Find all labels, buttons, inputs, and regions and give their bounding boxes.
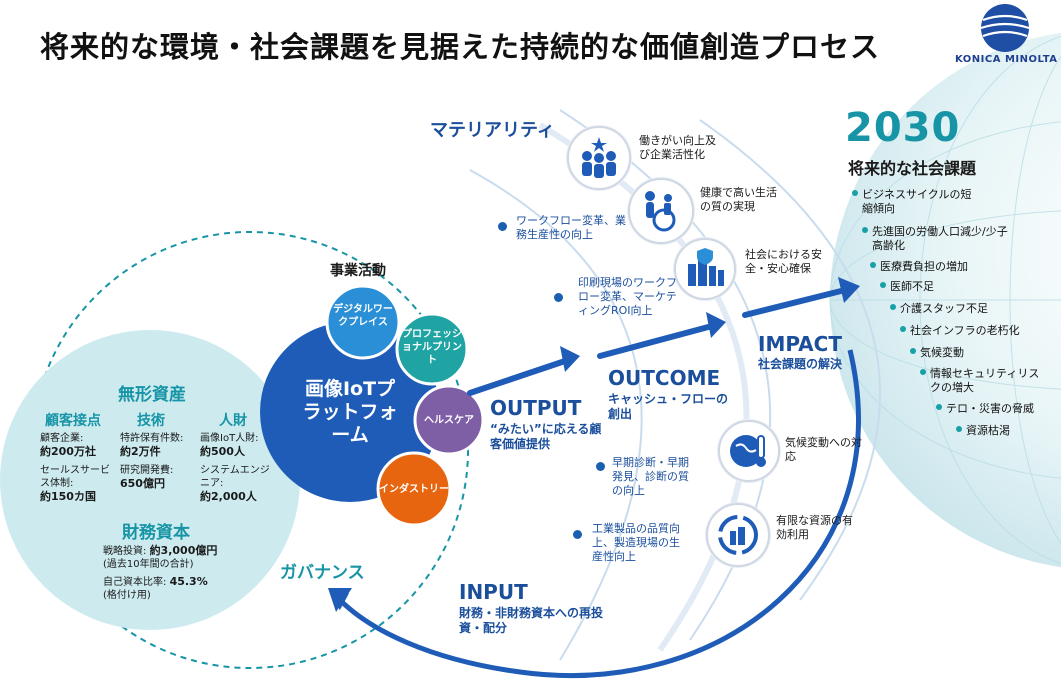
business-label: 事業活動 [330,263,386,279]
satellite-label-dw: デジタルワークプレイス [333,304,393,328]
satellite-label-pp: プロフェッショナルプリント [402,329,462,366]
globe-thermometer-icon [718,420,780,482]
future-item: 資源枯渇 [956,424,1010,438]
future-item: 医療費負担の増加 [870,260,968,274]
outcome-point-3: 早期診断・早期発見、診断の質の向上 [612,456,689,497]
wheelchair-care-icon [628,178,694,244]
satellite-hc [413,384,485,456]
future-item: テロ・災害の脅威 [936,402,1034,416]
materiality-item-4: 気候変動への対応 [785,436,862,463]
future-item: 情報セキュリティリスクの増大 [920,367,1050,395]
intangible-col-heading: 顧客接点 [45,413,101,429]
financial-items: 戦略投資: 約3,000億円 (過去10年間の合計) 自己資本比率: 45.3%… [103,544,218,601]
intangible-circle [0,330,300,630]
outcome-title: OUTCOME [608,366,721,390]
input-sub: 財務・非財務資本への再投資・配分 [459,606,604,635]
outcome-point-dot [554,293,563,302]
team-star-icon [567,126,631,190]
future-item: 介護スタッフ不足 [890,302,988,316]
satellite-ind [376,451,452,527]
materiality-item-1: 働きがい向上及び企業活性化 [639,134,716,161]
outcome-point-dot [498,222,507,231]
materiality-item-2: 健康で高い生活の質の実現 [700,186,777,213]
outcome-sub: キャッシュ・フローの創出 [608,392,729,421]
outcome-point-dot [596,462,605,471]
intangible-item: 画像IoT人財: 約500人 システムエンジニア: 約2,000人 [200,433,270,503]
materiality-item-3: 社会における安全・安心確保 [745,248,822,275]
future-item: 気候変動 [910,346,964,360]
satellite-pp [395,312,469,386]
satellite-label-hc: ヘルスケア [424,415,474,426]
future-item: 医師不足 [880,280,934,294]
outcome-point-2: 印刷現場のワークフロー変革、マーケティングROI向上 [578,276,677,317]
city-shield-icon [674,238,736,300]
intangible-col-heading: 技術 [137,413,165,429]
intangible-item: 特許保有件数: 約2万件 研究開発費: 650億円 [120,433,184,490]
core-platform: 画像IoTプラットフォーム [302,378,398,446]
input-arrow [338,349,861,679]
future-year: 2030 [845,105,961,151]
future-item: 先進国の労働人口減少/少子高齢化 [862,225,1012,253]
materiality-item-5: 有限な資源の有効利用 [776,514,853,541]
satellite-dw [325,284,401,360]
future-title: 将来的な社会課題 [848,159,977,178]
financial-title: 財務資本 [122,523,190,543]
page-title: 将来的な環境・社会課題を見据えた持続的な価値創造プロセス [40,30,881,64]
impact-sub: 社会課題の解決 [758,357,843,371]
input-title: INPUT [459,580,528,604]
intangible-item: 顧客企業: 約200万社 セールスサービス体制: 約150カ国 [40,433,110,503]
outcome-point-dot [573,530,582,539]
materiality-label: マテリアリティ [430,120,555,141]
future-item: 社会インフラの老朽化 [900,324,1020,338]
intangible-col-heading: 人財 [219,413,247,429]
outcome-point-4: 工業製品の品質向上、製造現場の生産性向上 [592,522,680,563]
output-title: OUTPUT [490,396,582,420]
brand-logo-graphic [980,4,1030,52]
satellite-label-ind: インダストリー [379,484,449,495]
governance-label: ガバナンス [280,563,365,583]
recycle-building-icon [706,503,770,567]
output-sub: “みたい”に応える顧客価値提供 [490,422,602,451]
future-item: ビジネスサイクルの短縮傾向 [852,188,982,216]
intangible-title: 無形資産 [118,385,186,405]
impact-title: IMPACT [758,332,842,356]
outcome-point-1: ワークフロー変革、業務生産性の向上 [516,214,626,241]
brand-name: KONICA MINOLTA [955,54,1058,65]
